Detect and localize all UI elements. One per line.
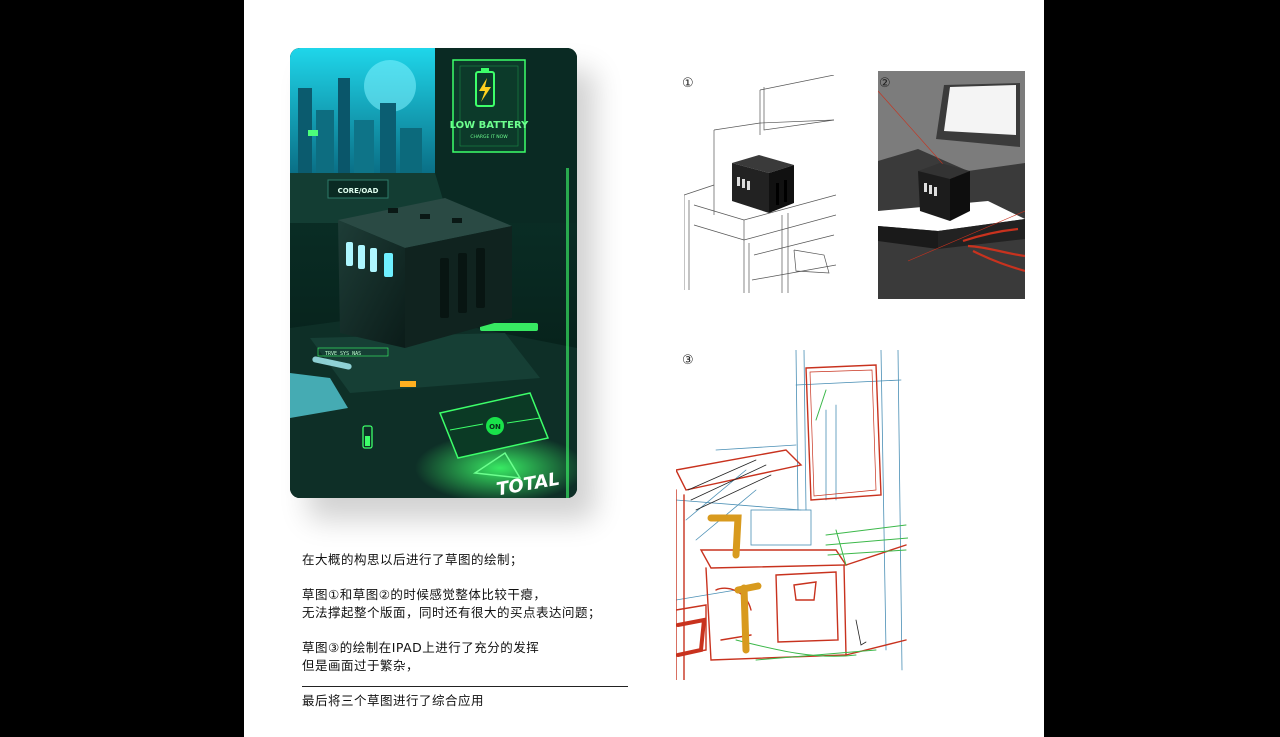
panel-label: CORE/OAD — [338, 187, 379, 195]
description-line-6: 最后将三个草图进行了综合应用 — [302, 693, 485, 708]
poster-illustration: LOW BATTERY CHARGE IT NOW CORE/OAD TRVE … — [290, 48, 577, 498]
sketch-1 — [683, 74, 837, 295]
on-button-label: ON — [489, 423, 501, 431]
sketch-3-drawing — [674, 349, 909, 681]
description-line-3: 无法撑起整个版面，同时还有很大的买点表达问题； — [302, 605, 602, 620]
sketch-3-number: ③ — [682, 353, 694, 368]
description-line-4: 草图③的绘制在IPAD上进行了充分的发挥 — [302, 640, 540, 655]
description-line-1: 在大概的构思以后进行了草图的绘制； — [302, 552, 524, 567]
sketch-1-drawing — [683, 74, 837, 293]
sketch-1-number: ① — [682, 76, 694, 91]
sketch-2-drawing — [878, 71, 1025, 299]
strip-label: TRVE SYS NAS — [325, 351, 361, 357]
description-line-2: 草图①和草图②的时候感觉整体比较干瘪， — [302, 587, 547, 602]
screen-title: LOW BATTERY — [450, 120, 529, 131]
description-line-5: 但是画面过于繁杂， — [302, 658, 420, 673]
product-poster: LOW BATTERY CHARGE IT NOW CORE/OAD TRVE … — [290, 48, 577, 498]
sketch-2 — [878, 71, 1025, 299]
screen-subtitle: CHARGE IT NOW — [470, 134, 508, 140]
divider — [302, 686, 628, 687]
sketch-3 — [674, 349, 909, 681]
sketch-2-number: ② — [879, 76, 891, 91]
page-canvas: LOW BATTERY CHARGE IT NOW CORE/OAD TRVE … — [244, 0, 1044, 737]
